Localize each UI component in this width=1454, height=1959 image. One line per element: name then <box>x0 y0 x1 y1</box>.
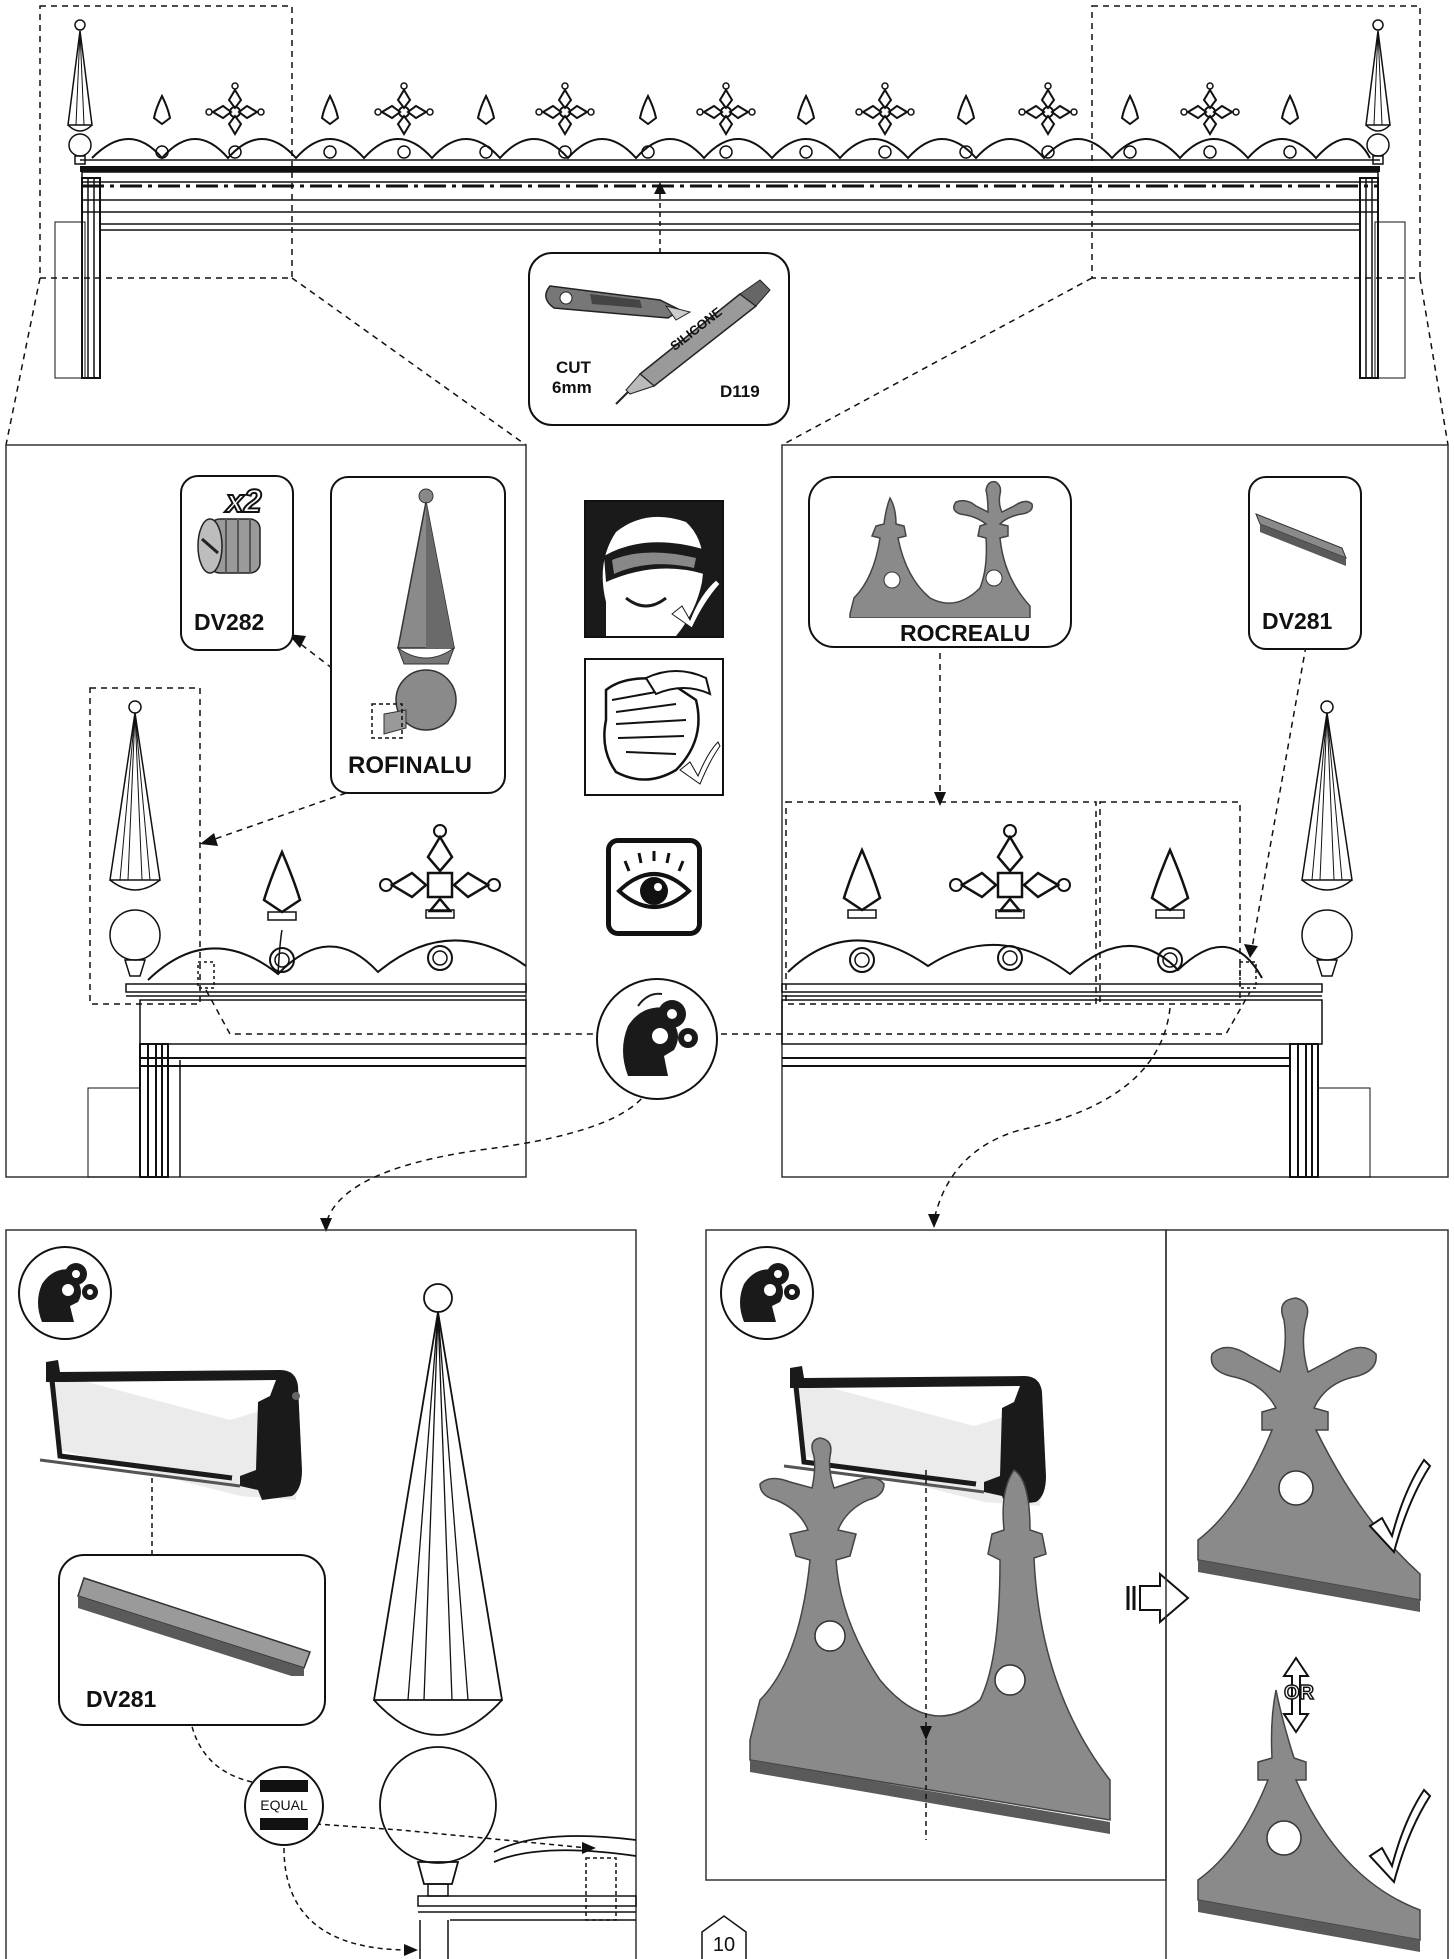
left-zoom-detail <box>5 444 596 1178</box>
right-finial-detail <box>1301 700 1353 977</box>
hacksaw-icon <box>39 1360 302 1500</box>
overview-elevation <box>5 5 1449 446</box>
equal-badge: EQUAL <box>244 1766 324 1846</box>
cut-label: CUT <box>556 358 591 377</box>
eye-attention-icon <box>606 838 702 936</box>
equal-bar-bottom <box>260 1818 308 1830</box>
profile-callout-bottom: DV281 <box>58 1554 326 1726</box>
page-number-tab: 10 <box>700 1914 748 1959</box>
crest-callout: ROCREALU <box>808 476 1072 648</box>
profile-rail-icon <box>1255 513 1347 566</box>
utility-knife-icon <box>545 285 692 321</box>
right-zoom-detail <box>710 444 1449 1228</box>
silicone-tube-icon: SILICONE <box>615 279 771 405</box>
finial-3d-icon <box>371 488 457 739</box>
bottom-middle-cut-crest <box>705 1229 1190 1881</box>
screw-code-label: DV282 <box>194 609 265 635</box>
finial-callout: ROFINALU <box>330 476 506 794</box>
think-gears-icon-bottom-left <box>18 1246 112 1340</box>
crest-3d-section <box>749 1437 1111 1834</box>
right-arrow-icon <box>1126 1571 1190 1625</box>
profile-callout-top: DV281 <box>1248 476 1362 650</box>
double-arrow-icon <box>1282 1656 1310 1734</box>
left-finial-overview <box>67 19 93 165</box>
checkmark-icon <box>1368 1458 1432 1555</box>
crest-ornaments <box>153 82 1299 135</box>
cut-size-label: 6mm <box>552 378 592 397</box>
crest-piece-cross <box>1197 1297 1421 1612</box>
think-gears-icon-bottom-middle <box>720 1246 814 1340</box>
screw-callout: x2 DV282 <box>180 475 294 651</box>
crest-piece-spike <box>1197 1689 1421 1952</box>
crest-name-label: ROCREALU <box>900 620 1031 646</box>
right-finial-overview <box>1365 19 1391 165</box>
screw-qty-label: x2 <box>225 482 263 520</box>
checkmark-icon-2 <box>1368 1788 1432 1885</box>
left-finial-detail <box>109 700 161 977</box>
or-label: OR <box>1283 1681 1315 1705</box>
tools-callout: SILICONE CUT 6mm D119 <box>528 252 790 426</box>
crest-rings <box>155 145 1297 159</box>
safety-goggles-icon <box>584 500 724 638</box>
crest-3d-icon <box>849 480 1034 618</box>
silicone-code-label: D119 <box>720 382 760 401</box>
screw-icon <box>197 518 261 574</box>
equal-bar-top <box>260 1780 308 1792</box>
finial-large-outline <box>372 1283 504 1897</box>
profile-code-bottom-label: DV281 <box>86 1686 157 1712</box>
finial-name-label: ROFINALU <box>348 752 472 779</box>
gloves-icon <box>584 658 724 796</box>
page-number: 10 <box>712 1934 736 1956</box>
think-gears-icon <box>596 978 718 1100</box>
bottom-right-cut-results <box>1165 1229 1449 1959</box>
bottom-left-cut-profile <box>5 1229 637 1959</box>
equal-label: EQUAL <box>260 1797 308 1813</box>
profile-rail-large-icon <box>77 1577 311 1676</box>
profile-code-top-label: DV281 <box>1262 608 1333 634</box>
